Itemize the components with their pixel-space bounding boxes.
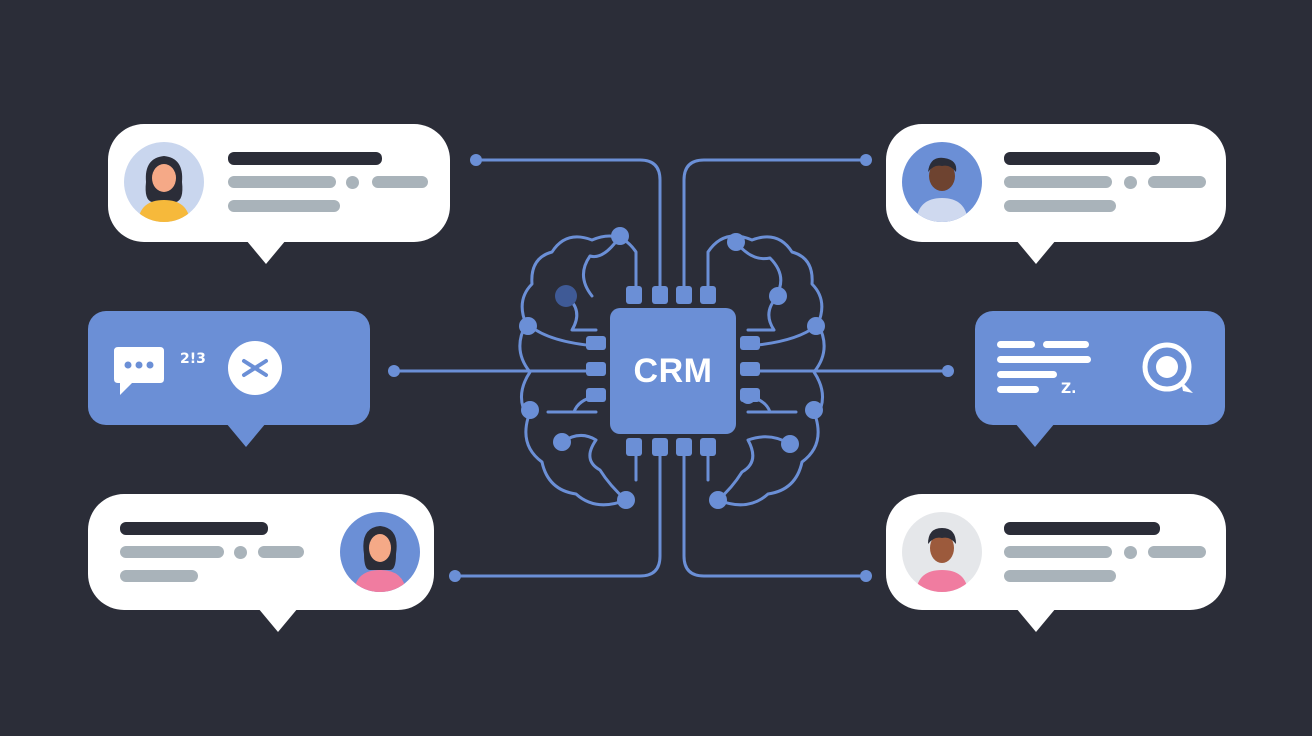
text-bar [1148,546,1206,558]
connector-bottom-left [453,448,662,578]
man-avatar-icon [902,512,982,592]
node-dot [781,435,799,453]
chip-pin [740,388,760,402]
text-bar [1148,176,1206,188]
text-bar [120,570,198,582]
node-dot [521,401,539,419]
contact-bubble-top-left [108,124,450,264]
panel-glyph-text: 2!3 [180,351,206,367]
chip-pin [676,286,692,304]
chip-pin [626,438,642,456]
separator-dot [234,546,247,559]
chip-pin [652,286,668,304]
text-bar [1004,200,1116,212]
brain-left-outline [518,234,638,507]
chat-panel-right: Z. [975,311,1225,447]
text-bar [1004,570,1116,582]
node-dot [727,233,745,251]
text-bar [372,176,428,188]
name-bar [1004,152,1160,165]
woman-avatar-icon [340,512,420,592]
chat-ellipsis-icon [114,347,164,395]
brain-right-outline [706,234,826,507]
connector-top-left [474,158,662,292]
node-dot [709,491,727,509]
node-dot [388,365,400,377]
close-icon[interactable] [228,341,282,395]
chip-pin [586,388,606,402]
node-dot [611,227,629,245]
node-dot [449,570,461,582]
chip-pin [626,286,642,304]
chip-pin [586,362,606,376]
text-bar [120,546,224,558]
node-dot [805,401,823,419]
chat-panel-left: 2!3 [88,311,370,447]
chip-pin [740,336,760,350]
separator-dot [1124,176,1137,189]
text-bar [1004,176,1112,188]
node-dot [860,570,872,582]
node-dot [553,433,571,451]
name-bar [228,152,382,165]
name-bar [120,522,268,535]
node-dot [555,285,577,307]
connector-bottom-right [682,448,868,578]
node-dot [769,287,787,305]
connector-top-right [682,158,868,292]
crm-label: CRM [633,351,713,390]
chip-pin [700,438,716,456]
separator-dot [1124,546,1137,559]
panel-glyph-text: Z. [1061,381,1077,397]
text-bar [228,176,336,188]
name-bar [1004,522,1160,535]
man-avatar-icon [902,142,982,222]
chip-pin [740,362,760,376]
contact-bubble-bottom-right [886,494,1226,632]
contact-bubble-bottom-left [88,494,434,632]
node-dot [519,317,537,335]
node-dot [942,365,954,377]
woman-avatar-icon [124,142,204,222]
chip-pin [586,336,606,350]
node-dot [807,317,825,335]
chip-pin [700,286,716,304]
text-bar [228,200,340,212]
contact-bubble-top-right [886,124,1226,264]
node-dot [470,154,482,166]
text-bar [1004,546,1112,558]
node-dot [617,491,635,509]
crm-chip: CRM [610,308,736,434]
search-chat-icon[interactable] [1139,339,1201,401]
chip-pin [676,438,692,456]
separator-dot [346,176,359,189]
text-lines-icon [997,341,1091,393]
text-bar [258,546,304,558]
chip-pin [652,438,668,456]
node-dot [860,154,872,166]
